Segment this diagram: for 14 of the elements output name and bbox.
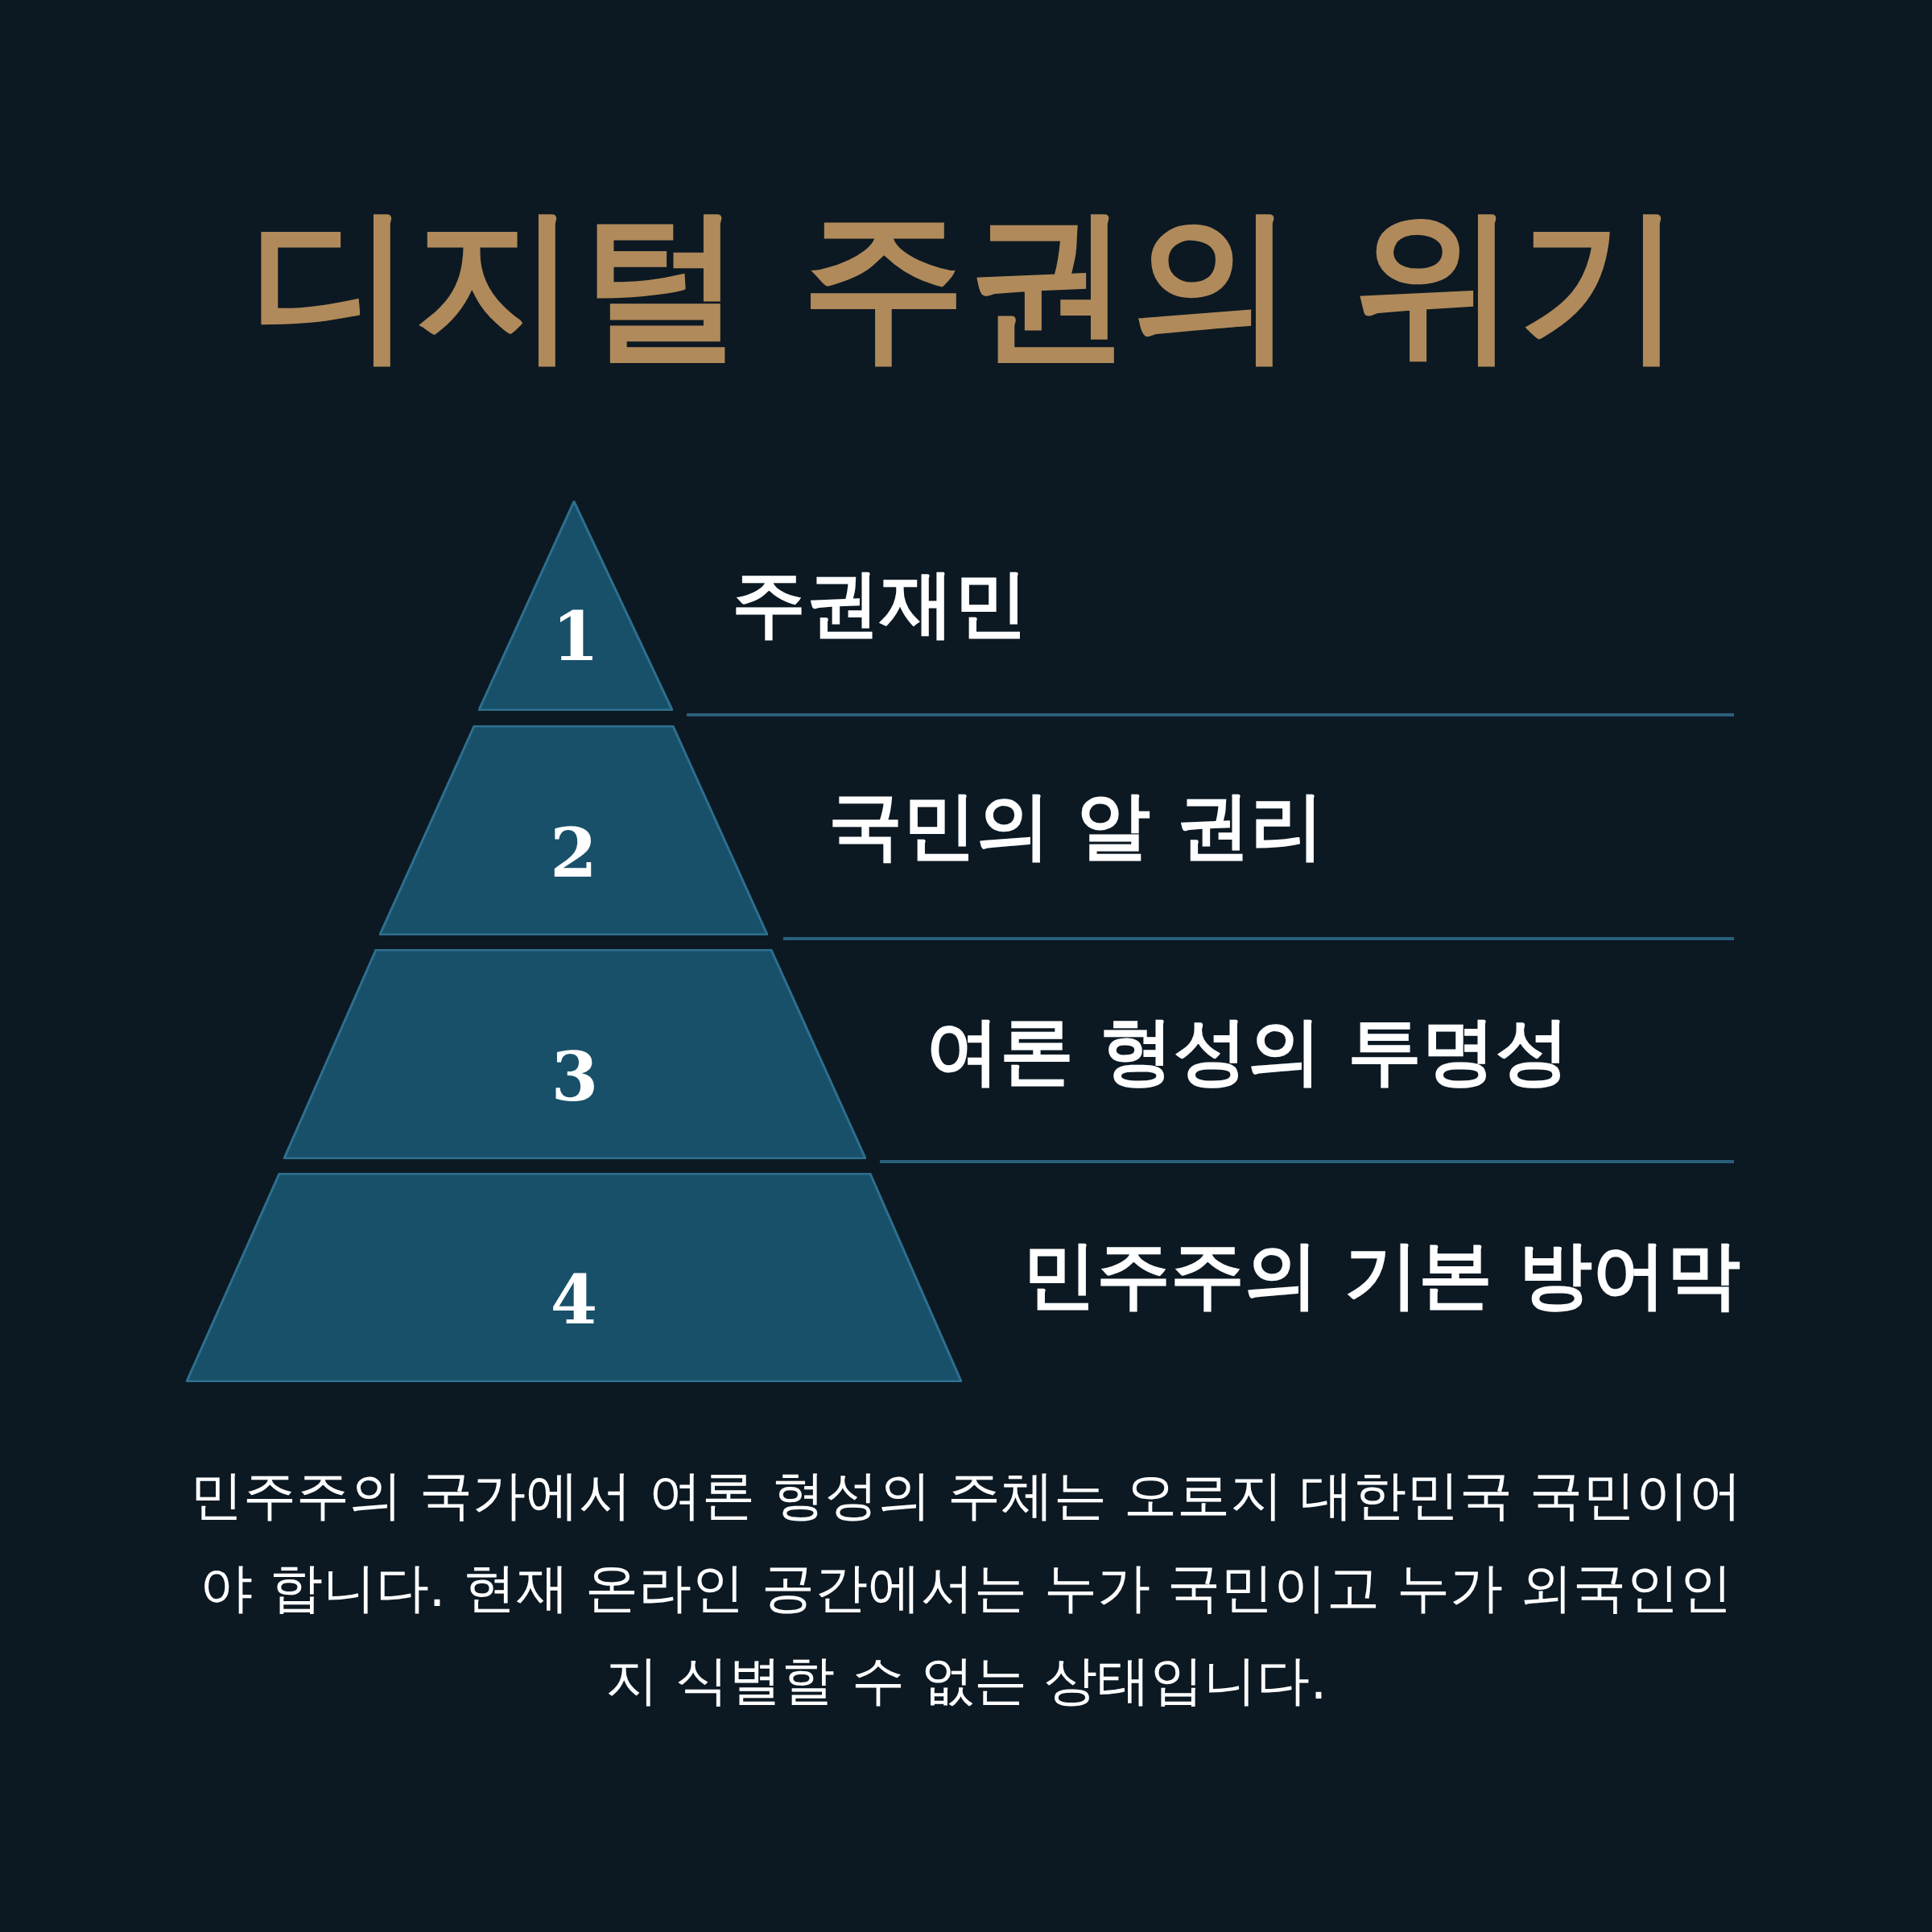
tier-label: 주권재민 <box>732 559 1028 648</box>
pyramid-tier <box>379 725 768 935</box>
caption: 민주주의 국가에서 여론 형성의 주체는 오로지 대한민국 국민이어야 합니다. 현재 온라인 공간에서는 누가 국민이고 누가 외국인인지 식별할 수 없는 상태입니다. <box>188 1463 1744 1713</box>
tier-number: 4 <box>549 1266 599 1334</box>
tier-label: 여론 형성의 투명성 <box>926 1007 1571 1096</box>
tier-number: 3 <box>550 1043 600 1111</box>
tier-label: 민주주의 기본 방어막 <box>1022 1231 1741 1319</box>
title: 디지털 주권의 위기 <box>247 201 1685 366</box>
pyramid-tier <box>186 1173 962 1382</box>
pyramid-tip <box>478 501 673 711</box>
tier-label: 국민의 알 권리 <box>828 782 1325 870</box>
pyramid-tier <box>283 949 866 1159</box>
tier-number: 1 <box>551 603 601 671</box>
tier-number: 2 <box>549 819 598 887</box>
